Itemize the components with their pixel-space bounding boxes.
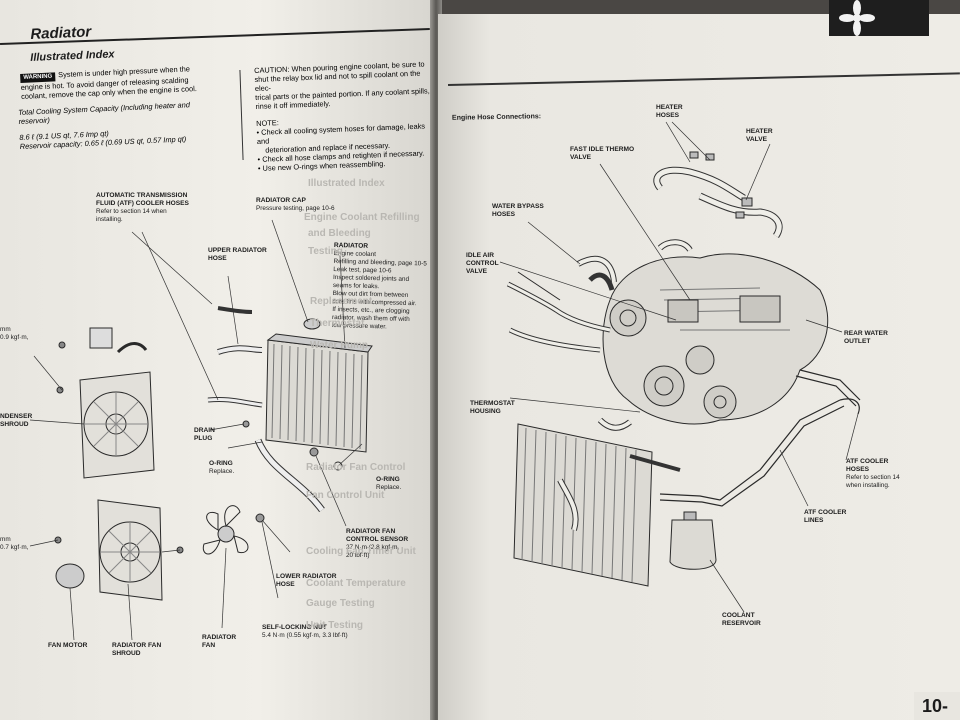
label-fan-shroud: RADIATOR FAN SHROUD <box>112 642 162 657</box>
label-fan-motor: FAN MOTOR <box>48 642 88 649</box>
label-water-bypass-hoses: WATER BYPASS HOSES <box>492 203 544 218</box>
label-atf-cooler-hoses: AUTOMATIC TRANSMISSION FLUID (ATF) COOLE… <box>96 192 189 223</box>
label-o-ring-left: O-RING Replace. <box>209 460 235 475</box>
label-fan-control-sensor: RADIATOR FAN CONTROL SENSOR 27 N·m (2.8 … <box>346 528 409 559</box>
label-torque-top: mm 0.9 kgf·m, <box>0 326 29 341</box>
heater-hoses <box>653 151 783 252</box>
label-radiator-fan: RADIATOR FAN <box>202 634 237 649</box>
label-coolant-reservoir: COOLANT RESERVOIR <box>722 612 761 627</box>
label-torque-bottom: mm 0.7 kgf·m, <box>0 536 29 551</box>
label-heater-valve: HEATER VALVE <box>746 128 773 143</box>
label-rear-water-outlet: REAR WATER OUTLET <box>844 330 888 345</box>
fan-icon <box>839 0 875 36</box>
atf-cooler-lines <box>659 369 861 507</box>
radiator <box>513 423 653 587</box>
radiator-fan-blade <box>202 505 249 555</box>
label-upper-radiator-hose: UPPER RADIATOR HOSE <box>208 247 267 262</box>
label-thermostat-housing: THERMOSTAT HOUSING <box>470 400 515 415</box>
section-fan-tab <box>829 0 929 36</box>
radiator-fan-shroud <box>97 499 163 601</box>
label-self-locking-nut: SELF-LOCKING NUT 5.4 N·m (0.55 kgf·m, 3.… <box>262 624 348 639</box>
radiator-core <box>265 333 373 453</box>
label-radiator-cap: RADIATOR CAP Pressure testing, page 10-6 <box>256 197 335 212</box>
engine-block <box>602 253 829 425</box>
coolant-reservoir <box>669 511 717 570</box>
label-condenser-shroud: NDENSER SHROUD <box>0 413 33 428</box>
label-o-ring-right: O-RING Replace. <box>376 476 402 491</box>
label-idle-air-control-valve: IDLE AIR CONTROL VALVE <box>466 252 499 275</box>
label-atf-cooler-lines: ATF COOLER LINES <box>804 509 847 524</box>
label-fast-idle-thermo-valve: FAST IDLE THERMO VALVE <box>570 146 635 161</box>
label-atf-cooler-hoses-right: ATF COOLER HOSES Refer to section 14 whe… <box>846 458 900 489</box>
label-heater-hoses: HEATER HOSES <box>656 104 683 119</box>
radiator-exploded-diagram <box>29 219 373 641</box>
label-lower-radiator-hose: LOWER RADIATOR HOSE <box>276 573 337 588</box>
label-drain-plug: DRAIN PLUG <box>194 427 215 442</box>
condenser-fan-shroud <box>79 371 155 479</box>
page-number: 10- <box>914 692 960 720</box>
